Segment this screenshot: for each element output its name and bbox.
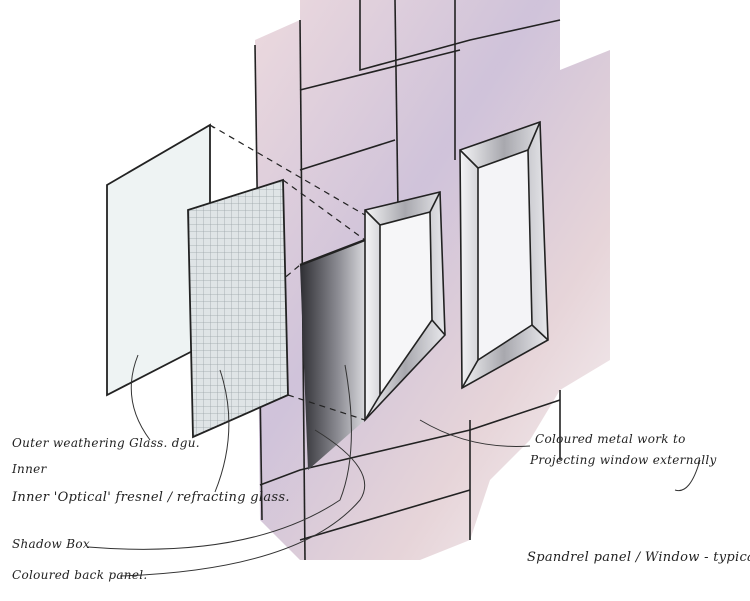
label-optical-glass: Inner 'Optical' fresnel / refracting gla… [12,490,290,505]
label-outer-glass: Outer weathering Glass. dgu. [12,436,200,450]
sketch-title: Spandrel panel / Window - typical [527,550,750,565]
leader-lines [87,354,701,577]
label-shadow-box: Shadow Box [12,537,90,551]
fresnel-glass-panel [187,178,289,439]
label-metalwork: Coloured metal work to [535,432,686,446]
shadow-box [299,238,366,470]
label-back-panel: Coloured back panel. [12,568,148,582]
projecting-window-left [364,190,446,423]
projecting-window-right [459,120,549,390]
label-inner: Inner [12,462,47,476]
label-metalwork-2: Projecting window externally [530,453,717,467]
